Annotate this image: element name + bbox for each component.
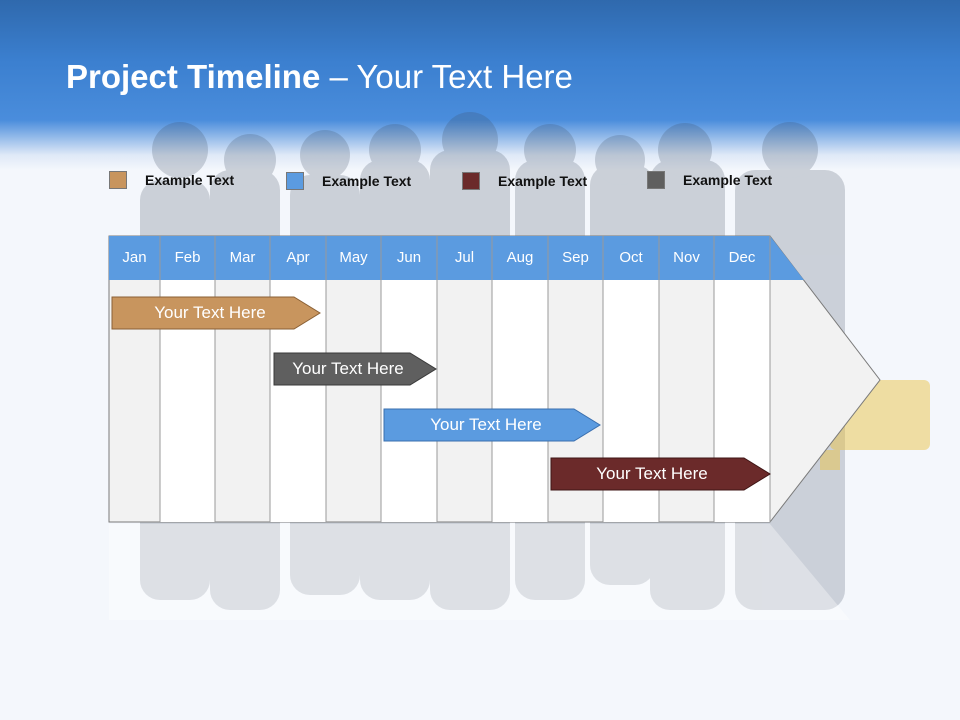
legend-label: Example Text (683, 172, 773, 188)
header-band (0, 0, 960, 170)
month-label-jul: Jul (454, 249, 475, 266)
legend-swatch (647, 171, 665, 189)
month-label-mar: Mar (229, 249, 256, 266)
page-title: Project Timeline – Your Text Here (66, 58, 573, 95)
task-arrow-shape (111, 296, 321, 330)
month-header-bar (109, 236, 770, 280)
legend-label: Example Text (498, 173, 588, 189)
month-label-sep: Sep (562, 249, 589, 266)
legend-swatch (286, 172, 304, 190)
legend-swatch (462, 172, 480, 190)
month-label-may: May (339, 249, 368, 266)
legend-label: Example Text (145, 172, 235, 188)
month-label-aug: Aug (506, 249, 534, 266)
task-arrow-shape (273, 352, 437, 386)
task-label: Your Text Here (292, 359, 404, 378)
month-label-feb: Feb (174, 249, 201, 266)
timeline-arrow-reflection (109, 524, 850, 620)
legend-swatch (109, 171, 127, 189)
month-column (381, 280, 437, 522)
month-label-oct: Oct (619, 249, 643, 266)
task-label: Your Text Here (430, 415, 542, 434)
task-label: Your Text Here (154, 303, 266, 322)
legend-label: Example Text (322, 173, 412, 189)
month-label-apr: Apr (286, 249, 310, 266)
task-arrow-shape (550, 457, 771, 491)
month-label-jun: Jun (396, 249, 422, 266)
month-header-bar-tip (770, 236, 804, 280)
task-label: Your Text Here (596, 464, 708, 483)
task-arrow-shape (383, 408, 601, 442)
month-label-dec: Dec (728, 249, 756, 266)
month-label-jan: Jan (122, 249, 147, 266)
month-column (492, 280, 548, 522)
month-label-nov: Nov (673, 249, 700, 266)
